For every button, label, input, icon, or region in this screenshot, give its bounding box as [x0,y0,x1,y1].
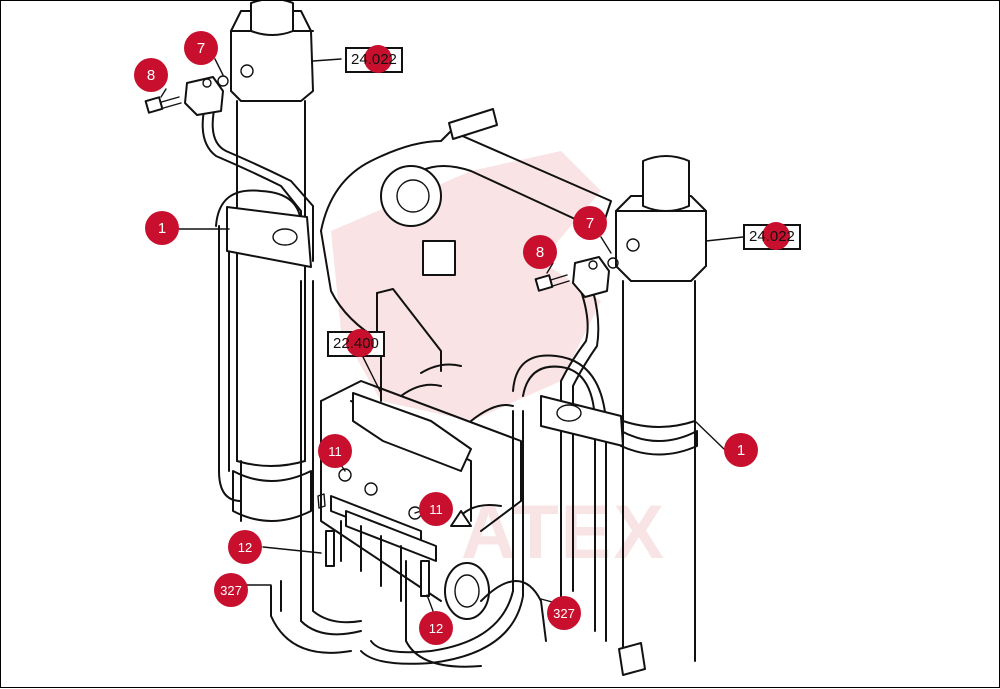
callout-8-top-left[interactable]: 8 [134,58,168,92]
callout-1-right[interactable]: 1 [724,433,758,467]
reference-marker-dot [345,329,374,357]
callout-11-right[interactable]: 11 [419,492,453,526]
valve-fittings [317,468,437,602]
callout-12-left[interactable]: 12 [228,530,262,564]
callout-1-left[interactable]: 1 [145,211,179,245]
top-left-fitting [144,75,229,116]
leader-lines [160,58,744,612]
left-hoses [201,100,362,654]
callout-11-left[interactable]: 11 [318,434,352,468]
reference-box-24022-top[interactable]: 24.022 [345,45,403,73]
left-cylinder [230,1,314,522]
reference-box-22400[interactable]: 22.400 [327,329,385,357]
right-clamp [540,395,624,447]
callout-8-right[interactable]: 8 [523,235,557,269]
right-cylinder [615,155,707,662]
callout-12-bottom[interactable]: 12 [419,611,453,645]
watermark-text: ATEX [461,490,667,575]
callout-7-top-left[interactable]: 7 [184,31,218,65]
left-clamp [226,206,312,268]
reference-box-24022-right[interactable]: 24.022 [743,222,801,250]
callout-7-right[interactable]: 7 [573,206,607,240]
right-hoses [360,290,607,668]
right-cylinder-bottom-fitting [618,642,646,676]
reference-marker-dot [363,45,392,73]
callout-327-left[interactable]: 327 [214,573,248,607]
callout-327-right[interactable]: 327 [547,596,581,630]
reference-marker-dot [761,222,790,250]
center-frame [320,108,612,642]
right-fitting [534,256,619,298]
